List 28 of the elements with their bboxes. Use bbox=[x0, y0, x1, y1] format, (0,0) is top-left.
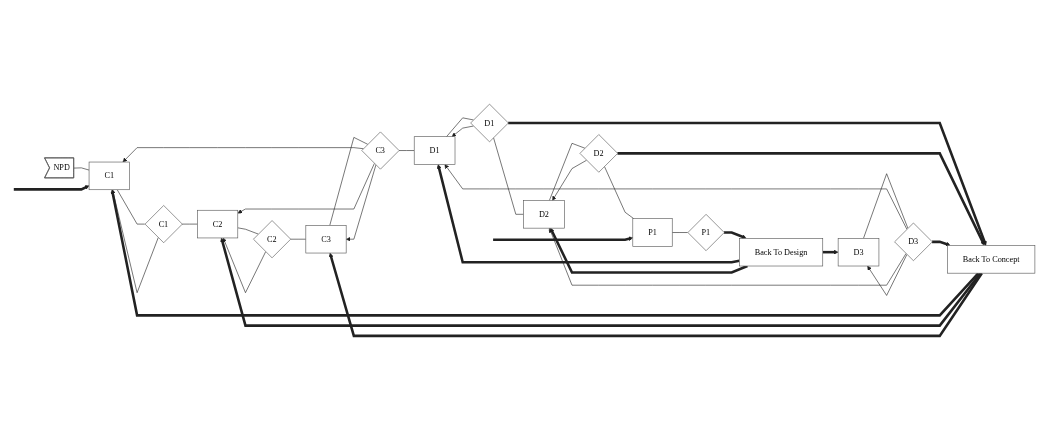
node-box: D2 bbox=[523, 200, 565, 229]
node-diamond: D2 bbox=[579, 134, 618, 173]
node-box: D1 bbox=[413, 136, 456, 165]
arrow bbox=[508, 121, 987, 246]
arrow bbox=[724, 231, 747, 239]
node-box: C2 bbox=[197, 209, 239, 239]
node-box: C1 bbox=[88, 161, 130, 191]
node-box: D3 bbox=[837, 238, 880, 267]
node-diamond: D1 bbox=[470, 103, 509, 143]
node-diamond: C3 bbox=[361, 131, 400, 170]
node-diamond: P1 bbox=[687, 214, 725, 251]
node-box: C3 bbox=[305, 225, 347, 254]
arrow bbox=[328, 252, 983, 338]
arrow bbox=[436, 164, 740, 264]
node-diamond: D3 bbox=[894, 222, 933, 262]
node-diamond: C1 bbox=[144, 205, 183, 244]
arrow bbox=[13, 185, 90, 191]
node-box: Back To Design bbox=[739, 238, 824, 267]
arrow bbox=[446, 117, 474, 137]
arrow bbox=[550, 227, 748, 274]
arrow bbox=[493, 236, 633, 241]
arrow bbox=[110, 189, 980, 317]
arrow bbox=[617, 152, 985, 246]
node-box: Back To Concept bbox=[947, 245, 1036, 274]
node-diamond: C2 bbox=[253, 220, 291, 259]
arrow bbox=[220, 237, 982, 327]
arrow bbox=[116, 189, 146, 225]
node-box: P1 bbox=[632, 218, 673, 247]
